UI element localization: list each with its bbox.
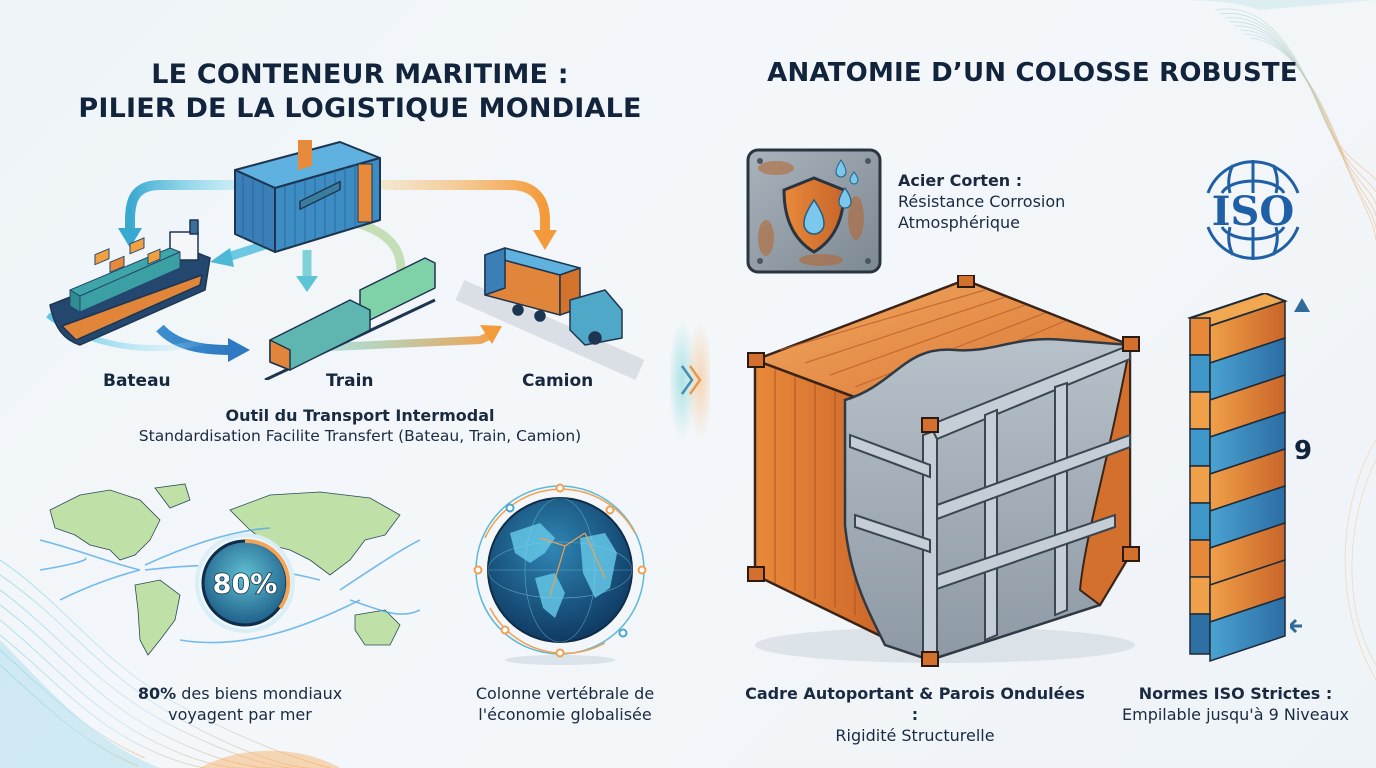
corten-caption: Acier Corten : Résistance Corrosion Atmo…	[898, 170, 1065, 233]
shipping-container-icon	[234, 140, 381, 253]
stack-count-label: 9	[1294, 436, 1313, 466]
intermodal-diagram	[46, 140, 645, 380]
south-america	[134, 579, 181, 656]
label-camion: Camion	[522, 371, 594, 391]
intermodal-subheading: Standardisation Facilite Transfert (Bate…	[138, 427, 582, 445]
arrow-to-ship-icon	[118, 180, 235, 248]
australia	[354, 609, 401, 646]
north-america	[49, 489, 161, 561]
stat-caption: 80% des biens mondiaux voyagent par mer	[90, 683, 390, 725]
globe-caption-line1: Colonne vertébrale de	[475, 684, 655, 703]
height-arrow-icon	[1290, 298, 1310, 634]
iso-sub: Empilable jusqu'à 9 Niveaux	[1122, 705, 1349, 724]
stack-level-5	[1189, 447, 1286, 513]
stat-caption-bold: 80%	[137, 684, 177, 703]
iso-logo-icon: ISO	[1206, 160, 1300, 260]
panel-divider	[670, 90, 710, 710]
left-title-line2: PILIER DE LA LOGISTIQUE MONDIALE	[78, 93, 642, 124]
arrow-to-train-icon	[296, 250, 318, 292]
intermodal-caption: Outil du Transport Intermodal Standardis…	[80, 405, 640, 447]
stack-level-3	[1189, 373, 1286, 439]
double-chevron-right-icon	[680, 365, 702, 395]
stack-level-9	[1189, 595, 1286, 663]
right-title: ANATOMIE D’UN COLOSSE ROBUSTE	[767, 58, 1298, 88]
globe-caption: Colonne vertébrale de l'économie globali…	[445, 683, 685, 725]
corten-line1: Résistance Corrosion	[898, 192, 1066, 211]
rust-shield-water-drop-icon	[746, 148, 882, 274]
cutaway-container-frame-illustration	[747, 275, 1140, 667]
80-percent-badge: 80%	[195, 533, 295, 633]
iso-heading: Normes ISO Strictes :	[1138, 684, 1333, 703]
network-globe-icon	[473, 483, 647, 665]
label-bateau: Bateau	[103, 371, 171, 391]
world-shipping-routes-map: 80%	[40, 483, 420, 656]
freight-train-icon	[264, 180, 436, 380]
left-title: LE CONTENEUR MARITIME : PILIER DE LA LOG…	[40, 58, 680, 126]
frame-caption: Cadre Autoportant & Parois Ondulées : Ri…	[740, 683, 1090, 746]
globe-caption-line2: l'économie globalisée	[478, 705, 652, 724]
truck-icon	[455, 247, 645, 380]
cargo-ship-icon	[46, 219, 222, 352]
label-train: Train	[326, 371, 374, 391]
stack-level-2	[1189, 336, 1286, 402]
arrow-short-to-ship-icon	[210, 240, 267, 267]
frame-sub: Rigidité Structurelle	[835, 726, 995, 745]
stat-caption-rest: des biens mondiaux	[176, 684, 343, 703]
arrow-to-truck-icon	[375, 180, 557, 250]
iso-caption: Normes ISO Strictes : Empilable jusqu'à …	[1108, 683, 1363, 725]
corten-line2: Atmosphérique	[898, 213, 1020, 232]
badge-value: 80%	[213, 569, 278, 600]
frame-heading: Cadre Autoportant & Parois Ondulées :	[745, 684, 1085, 724]
iso-logo-text: ISO	[1212, 188, 1294, 235]
arrow-train-to-truck-icon	[309, 325, 502, 352]
stat-caption-line2: voyagent par mer	[168, 705, 312, 724]
container-stack-9-icon	[1187, 293, 1288, 663]
corten-heading: Acier Corten :	[898, 171, 1023, 190]
left-title-line1: LE CONTENEUR MARITIME :	[151, 59, 569, 90]
intermodal-heading: Outil du Transport Intermodal	[225, 406, 495, 425]
